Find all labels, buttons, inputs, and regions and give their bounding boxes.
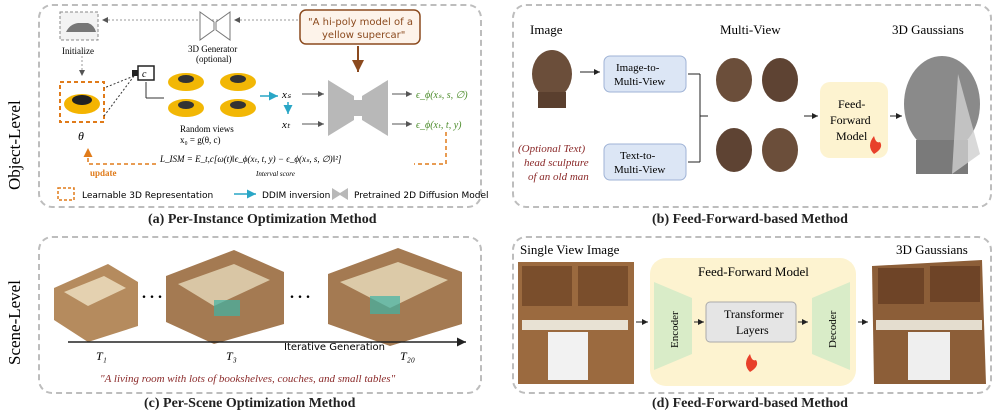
scene-level-label: Scene-Level xyxy=(2,235,28,385)
svg-text:(Optional Text): (Optional Text) xyxy=(518,143,585,155)
svg-text:xₜ: xₜ xyxy=(281,119,291,131)
svg-text:Encoder: Encoder xyxy=(669,311,681,348)
svg-text:Model: Model xyxy=(836,129,868,143)
panel-c-diagram: . . . . . . T₁ T₃ Iterative Generation T… xyxy=(54,248,466,385)
fire-icon xyxy=(870,136,882,154)
svg-text:Multi-View: Multi-View xyxy=(614,76,665,88)
svg-text:Feed-: Feed- xyxy=(838,97,865,111)
panel-d-frame xyxy=(512,236,992,394)
caption-b: (b) Feed-Forward-based Method xyxy=(652,212,848,227)
svg-text:ϵ_ϕ(xₛ, s, ∅): ϵ_ϕ(xₛ, s, ∅) xyxy=(416,90,468,101)
svg-text:Text-to-: Text-to- xyxy=(620,150,656,162)
svg-text:c: c xyxy=(142,69,147,80)
image-to-multiview-box xyxy=(603,55,687,93)
kitchen-input-image xyxy=(518,262,634,384)
svg-text:Multi-View: Multi-View xyxy=(720,22,781,37)
multiview-heads xyxy=(716,58,798,172)
svg-text:Layers: Layers xyxy=(736,323,769,337)
svg-text:Image: Image xyxy=(530,22,563,37)
svg-text:"A hi-poly model of a: "A hi-poly model of a xyxy=(308,17,413,28)
initialize-car-icon xyxy=(59,11,99,41)
text-to-multiview-box xyxy=(603,143,687,181)
svg-text:Random views: Random views xyxy=(180,124,234,134)
diffusion-model-shape xyxy=(328,80,388,136)
panel-c-frame xyxy=(38,236,482,394)
svg-text:θ: θ xyxy=(78,129,84,143)
prompt-box xyxy=(299,9,421,45)
svg-text:Learnable 3D Representation: Learnable 3D Representation xyxy=(82,191,213,201)
svg-text:ϵ_ϕ(xₜ, t, y): ϵ_ϕ(xₜ, t, y) xyxy=(416,120,462,131)
svg-text:"A living room with lots of bo: "A living room with lots of bookshelves,… xyxy=(100,373,396,385)
svg-text:Image-to-: Image-to- xyxy=(616,62,660,74)
svg-text:(optional): (optional) xyxy=(196,54,232,64)
random-view-cars xyxy=(168,73,256,117)
panel-d-diagram: Single View Image 3D Gaussians Feed-Forw… xyxy=(518,242,986,386)
svg-text:Decoder: Decoder xyxy=(827,310,839,348)
scene-t20 xyxy=(328,248,462,346)
caption-a: (a) Per-Instance Optimization Method xyxy=(148,212,377,227)
camera-icon xyxy=(132,65,155,81)
svg-text:Pretrained 2D Diffusion Model: Pretrained 2D Diffusion Model xyxy=(354,191,489,201)
svg-text:Iterative Generation: Iterative Generation xyxy=(284,342,385,353)
svg-text:of an old man: of an old man xyxy=(528,171,589,183)
caption-d: (d) Feed-Forward-based Method xyxy=(652,396,848,411)
svg-text:3D Gaussians: 3D Gaussians xyxy=(896,242,968,257)
decoder-shape xyxy=(812,282,850,370)
scene-t1 xyxy=(54,264,138,342)
gaussian-head xyxy=(904,56,980,174)
svg-text:T₂₀: T₂₀ xyxy=(400,349,415,363)
svg-text:Single View Image: Single View Image xyxy=(520,242,620,257)
svg-text:T₃: T₃ xyxy=(226,349,237,363)
svg-text:yellow supercar": yellow supercar" xyxy=(322,30,405,41)
svg-text:x₀ = g(θ, c): x₀ = g(θ, c) xyxy=(180,135,221,145)
panel-b-diagram: Image Multi-View 3D Gaussians Image-to- … xyxy=(518,22,980,183)
svg-text:update: update xyxy=(90,168,117,178)
learnable-3d-car xyxy=(59,81,105,123)
svg-text:head sculpture: head sculpture xyxy=(524,157,589,169)
svg-text:L_ISM = E_t,c[ω(t)‖ϵ_ϕ(xₜ, t,: L_ISM = E_t,c[ω(t)‖ϵ_ϕ(xₜ, t, y) − ϵ_ϕ(x… xyxy=(159,154,342,164)
panel-a-frame xyxy=(38,4,482,208)
svg-text:Transformer: Transformer xyxy=(724,307,784,321)
caption-c: (c) Per-Scene Optimization Method xyxy=(144,396,356,411)
svg-text:xₛ: xₛ xyxy=(281,89,292,101)
kitchen-output-gaussians xyxy=(872,260,986,384)
svg-text:DDIM inversion: DDIM inversion xyxy=(262,191,330,201)
svg-text:Object-Level: Object-Level xyxy=(5,100,24,190)
panel-a-diagram: Initialize 3D Generator (optional) "A hi… xyxy=(57,9,489,201)
fire-icon-d xyxy=(746,354,758,372)
transformer-box xyxy=(705,301,797,343)
panel-b-frame xyxy=(512,4,992,208)
svg-text:Feed-Forward Model: Feed-Forward Model xyxy=(698,264,809,279)
svg-text:3D Gaussians: 3D Gaussians xyxy=(892,22,964,37)
feed-forward-model-box xyxy=(820,82,888,158)
svg-text:3D Generator: 3D Generator xyxy=(188,44,237,54)
svg-text:Interval score: Interval score xyxy=(255,170,295,178)
svg-text:Forward: Forward xyxy=(830,113,871,127)
input-head-image xyxy=(532,50,572,108)
ellipsis-2: . . . xyxy=(290,285,310,302)
legend: Learnable 3D Representation DDIM inversi… xyxy=(57,187,489,201)
ellipsis-1: . . . xyxy=(142,285,162,302)
svg-text:T₁: T₁ xyxy=(96,349,107,363)
scene-t3 xyxy=(166,250,284,344)
object-level-label: Object-Level xyxy=(2,40,28,210)
generator-icon xyxy=(199,11,231,41)
svg-text:Scene-Level: Scene-Level xyxy=(5,280,24,365)
svg-text:Initialize: Initialize xyxy=(62,46,94,56)
encoder-shape xyxy=(654,282,692,370)
svg-text:Multi-View: Multi-View xyxy=(614,164,665,176)
